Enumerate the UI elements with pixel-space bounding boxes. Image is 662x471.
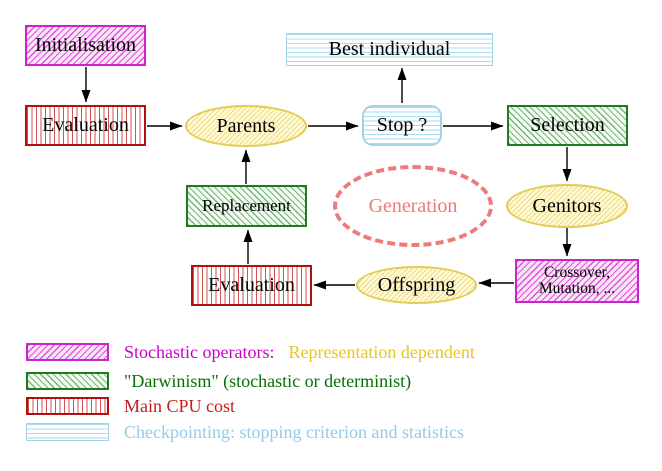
node-crossover-mutation: Crossover, Mutation, ... bbox=[515, 259, 639, 303]
crossover-line1: Crossover, bbox=[543, 263, 611, 281]
crossover-line2: Mutation, ... bbox=[538, 280, 616, 297]
node-evaluation-top: Evaluation bbox=[25, 105, 146, 146]
node-stop: Stop ? bbox=[362, 105, 442, 146]
node-offspring: Offspring bbox=[356, 266, 477, 304]
node-generation: Generation bbox=[333, 165, 493, 247]
legend-row-darwinism: "Darwinism" (stochastic or determinist) bbox=[26, 369, 411, 393]
node-evaluation-bottom: Evaluation bbox=[191, 265, 312, 306]
legend-row-stochastic: Stochastic operators: Representation dep… bbox=[26, 340, 475, 364]
legend-swatch-green-hatch bbox=[26, 372, 109, 390]
node-parents: Parents bbox=[185, 105, 307, 147]
legend-text-stochastic: Stochastic operators: bbox=[124, 341, 275, 362]
legend-swatch-red-stripes bbox=[26, 397, 109, 415]
legend-text-representation: Representation dependent bbox=[288, 341, 475, 362]
node-best-individual: Best individual bbox=[286, 33, 493, 66]
legend-text-cpu-cost: Main CPU cost bbox=[124, 395, 236, 416]
legend-swatch-cyan-stripes bbox=[26, 423, 109, 441]
legend-row-cpu-cost: Main CPU cost bbox=[26, 394, 235, 418]
legend-text-darwinism: "Darwinism" (stochastic or determinist) bbox=[124, 370, 412, 391]
node-genitors: Genitors bbox=[506, 184, 628, 228]
node-selection: Selection bbox=[507, 105, 628, 146]
node-initialisation: Initialisation bbox=[25, 25, 146, 66]
legend-swatch-magenta-hatch bbox=[26, 343, 109, 361]
legend-text-checkpointing: Checkpointing: stopping criterion and st… bbox=[124, 421, 464, 442]
legend-row-checkpointing: Checkpointing: stopping criterion and st… bbox=[26, 420, 464, 444]
node-replacement: Replacement bbox=[186, 185, 307, 227]
